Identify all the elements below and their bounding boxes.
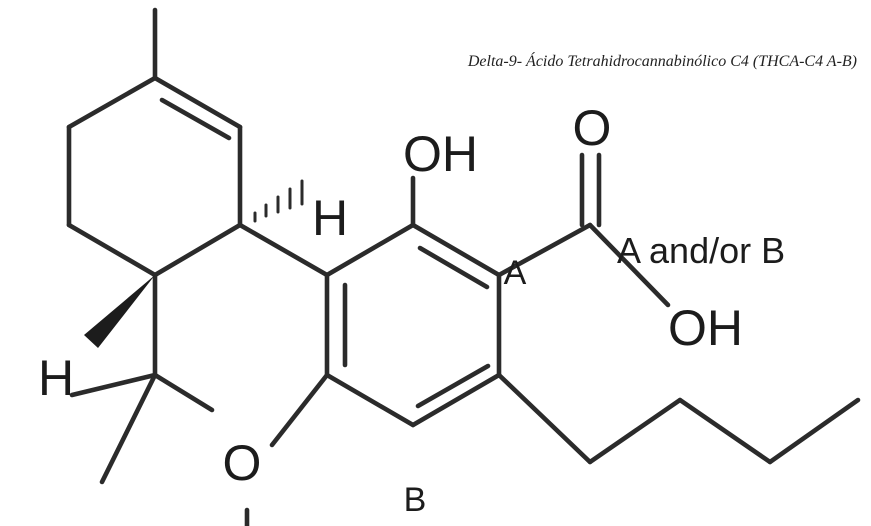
pyran-ring [69, 222, 330, 485]
figure-caption: Delta-9- Ácido Tetrahidrocannabinólico C… [467, 53, 857, 70]
solid-wedge-bond [84, 275, 155, 348]
annotation-label: A and/or B [617, 230, 785, 271]
ring-oxygen-label: O [223, 435, 262, 491]
butyl-chain [496, 372, 861, 465]
position-a-label: A [504, 254, 527, 292]
cyclohexene-ring [66, 7, 243, 278]
position-b-label: B [404, 481, 427, 519]
acid-hydroxyl-label: OH [668, 300, 743, 356]
hydrogen-upper-label: H [312, 190, 348, 246]
aromatic-ring [324, 222, 502, 428]
carboxyl-group [496, 152, 671, 308]
hashed-wedge-bond [253, 179, 304, 223]
hydrogen-lower-label: H [38, 350, 74, 406]
hydroxyl-label: OH [403, 126, 478, 182]
carbonyl-oxygen-label: O [573, 100, 612, 156]
